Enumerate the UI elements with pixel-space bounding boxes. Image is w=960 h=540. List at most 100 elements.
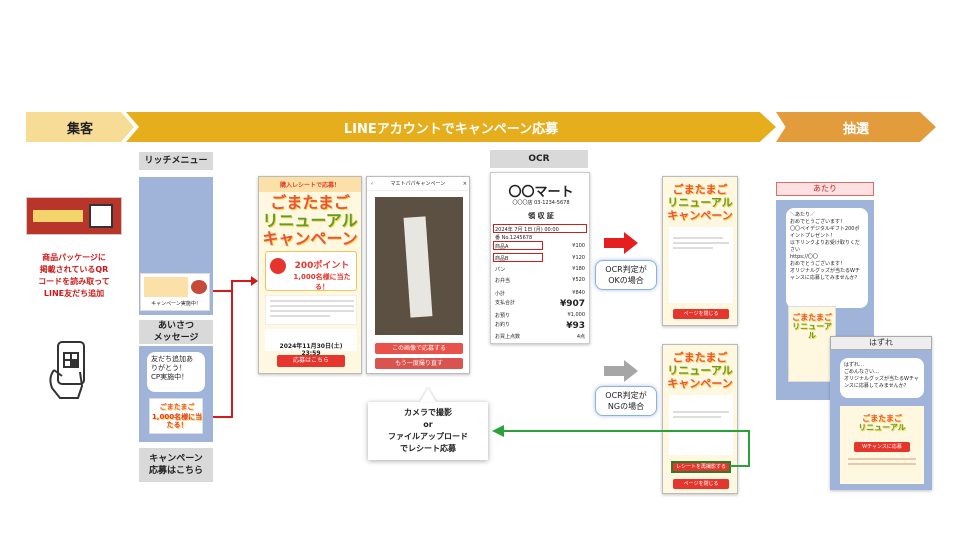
qr-code-icon: [89, 204, 113, 228]
camera-upload-note: カメラで撮影 or ファイルアップロード でレシート応募: [368, 402, 488, 460]
lose-card-title: ごまたまご: [862, 414, 902, 423]
lose-w-chance-card: ごまたまご リニューアル Wチャンスに応募: [840, 406, 924, 484]
camera-header-title: マエトパパキャンペーン: [390, 181, 446, 187]
receipt-branch: 〇〇〇店 03-1234-5678: [512, 200, 570, 206]
ocr-highlight-item-a: [493, 241, 543, 250]
w-chance-card[interactable]: ごまたまご リニューアル: [788, 306, 836, 382]
submit-photo-button[interactable]: この画像で応募する: [375, 343, 463, 354]
lottery-lose-card: はずれ はずれ… ごめんなさい… オリジナルグッズが当たるWチャンスに応募してみ…: [830, 336, 932, 490]
close-icon[interactable]: ×: [462, 180, 467, 187]
rich-menu-label: リッチメニュー: [139, 152, 213, 170]
greeting-card-points: 1,000名様に当たる！: [151, 413, 203, 429]
ocr-highlight-item-b: [493, 253, 543, 262]
rich-menu-banner[interactable]: キャンペーン実施中！: [140, 273, 210, 311]
receipt-item-name: パン: [495, 267, 506, 273]
greeting-campaign-card[interactable]: ごまたまご 1,000名様に当たる！: [149, 398, 203, 434]
receipt-total: ¥907: [559, 299, 585, 309]
campaign-description: [265, 295, 357, 325]
lottery-win-panel: ＼あたり／ おめでとうございます！ 〇〇ペイデジタルギフト200ポイントプレゼン…: [776, 200, 874, 400]
connector-line: [231, 280, 233, 418]
retry-connector-line: [730, 465, 750, 467]
ok-title-1: ごまたまご: [672, 183, 728, 196]
badge-icon: [270, 258, 286, 274]
receipt-count-label: お買上点数: [495, 334, 521, 340]
w-chance-card-title: ごまたまご: [792, 313, 832, 322]
connector-line: [213, 290, 233, 292]
lottery-win-tag: あたり: [776, 182, 874, 196]
ng-title-1: ごまたまご: [672, 351, 728, 364]
back-icon[interactable]: ‹: [371, 180, 373, 187]
receipt-store: 〇〇マート: [508, 185, 574, 200]
campaign-deadline: 2024年11月30日(土) 23:59: [279, 343, 343, 357]
receipt-photo-paper: [403, 216, 433, 318]
lose-card-subtitle: リニューアル: [858, 423, 906, 432]
ng-title-3: キャンペーン: [667, 377, 733, 390]
campaign-winners: 1,000名様に当たる！: [293, 273, 351, 291]
retake-button[interactable]: もう一度撮り直す: [375, 358, 463, 369]
campaign-points: 200ポイント: [294, 261, 350, 271]
apply-label: キャンペーン 応募はこちら: [139, 448, 213, 482]
receipt-reg: 番 No.1245678: [495, 235, 533, 241]
receipt-item-name: 商品A: [495, 244, 509, 250]
ng-title-2: リニューアル: [667, 364, 733, 377]
ok-arrow-body: [604, 238, 624, 248]
apply-button[interactable]: 応募はこちら: [277, 355, 345, 367]
campaign-lp-screen: 購入レシートで応募！ ごまたまご リニューアル キャンペーン 200ポイント 1…: [258, 176, 362, 374]
win-message-bubble: ＼あたり／ おめでとうございます！ 〇〇ペイデジタルギフト200ポイントプレゼン…: [786, 208, 868, 308]
rich-menu-caption: キャンペーン実施中！: [151, 301, 201, 307]
product-image: [191, 280, 207, 294]
receipt-paid-label: お預り: [495, 313, 511, 319]
points-box: 200ポイント 1,000名様に当たる！: [265, 251, 357, 291]
package-label: [33, 210, 83, 222]
ng-message-area: [669, 395, 733, 455]
callout-pointer: [420, 388, 436, 402]
ng-retry-label: レシートを再撮影する: [673, 463, 729, 471]
retry-connector-line: [504, 430, 750, 432]
campaign-head: 購入レシートで応募！: [259, 177, 361, 192]
greeting-card-title: ごまたまご: [159, 403, 195, 411]
receipt-item-price: ¥120: [572, 255, 585, 261]
receipt-change: ¥93: [566, 321, 585, 331]
qr-instruction: 商品パッケージに 掲載されているQR コードを読み取って LINE友だち追加: [38, 253, 110, 298]
connector-line: [213, 416, 233, 418]
w-chance-card-subtitle: リニューアル: [792, 322, 832, 340]
campaign-title-3: キャンペーン: [262, 229, 358, 248]
banner-line-campaign: LINEアカウントでキャンペーン応募: [126, 112, 776, 142]
receipt-title: 領 収 証: [528, 212, 554, 220]
camera-screen: ‹ マエトパパキャンペーン × この画像で応募する もう一度撮り直す: [366, 176, 470, 374]
ng-result-screen: ごまたまご リニューアル キャンペーン レシートを再撮影する ページを閉じる: [662, 344, 738, 494]
ocr-ng-note: OCR判定が NGの場合: [595, 386, 657, 416]
receipt-change-label: お釣り: [495, 322, 511, 328]
receipt-count: 4点: [576, 334, 585, 340]
w-chance-button[interactable]: Wチャンスに応募: [854, 442, 910, 452]
campaign-title-1: ごまたまご: [270, 193, 350, 212]
ok-arrow-icon: [624, 232, 638, 254]
ocr-receipt: 〇〇マート 〇〇〇店 03-1234-5678 領 収 証 2024年 7月 1…: [490, 172, 590, 344]
receipt-item-price: ¥180: [572, 266, 585, 272]
banner-shuukyaku: 集客: [26, 112, 134, 142]
connector-line: [231, 280, 253, 282]
banner-chusen: 抽選: [776, 112, 936, 142]
receipt-subtotal-label: 小計: [495, 291, 506, 297]
lottery-lose-tag: はずれ: [830, 336, 932, 350]
rich-menu-panel: キャンペーン実施中！: [139, 177, 213, 315]
ok-title-3: キャンペーン: [667, 209, 733, 222]
receipt-subtotal: ¥840: [572, 290, 585, 296]
greeting-label: あいさつ メッセージ: [139, 320, 213, 344]
ok-close-button[interactable]: ページを閉じる: [673, 309, 729, 319]
ng-close-button[interactable]: ページを閉じる: [673, 479, 729, 489]
ocr-label: OCR: [490, 150, 588, 168]
receipt-item-price: ¥100: [572, 243, 585, 249]
greeting-panel: 友だち追加あ りがとう！ CP実施中！ ごまたまご 1,000名様に当たる！: [139, 346, 213, 442]
deadline-box: 2024年11月30日(土) 23:59: [265, 329, 357, 357]
receipt-item-name: 商品B: [495, 256, 509, 262]
lose-message-bubble: はずれ… ごめんなさい… オリジナルグッズが当たるWチャンスに応募してみませんか…: [840, 358, 924, 398]
ok-result-screen: ごまたまご リニューアル キャンペーン ページを閉じる: [662, 176, 738, 326]
ok-message-area: [669, 227, 733, 303]
arrow-head-icon: [251, 276, 258, 286]
ocr-ok-note: OCR判定が OKの場合: [595, 260, 657, 290]
receipt-photo: [375, 197, 463, 335]
ng-retry-button[interactable]: レシートを再撮影する: [671, 461, 731, 473]
receipt-item-price: ¥520: [572, 277, 585, 283]
rich-menu-banner-image: [144, 277, 188, 297]
